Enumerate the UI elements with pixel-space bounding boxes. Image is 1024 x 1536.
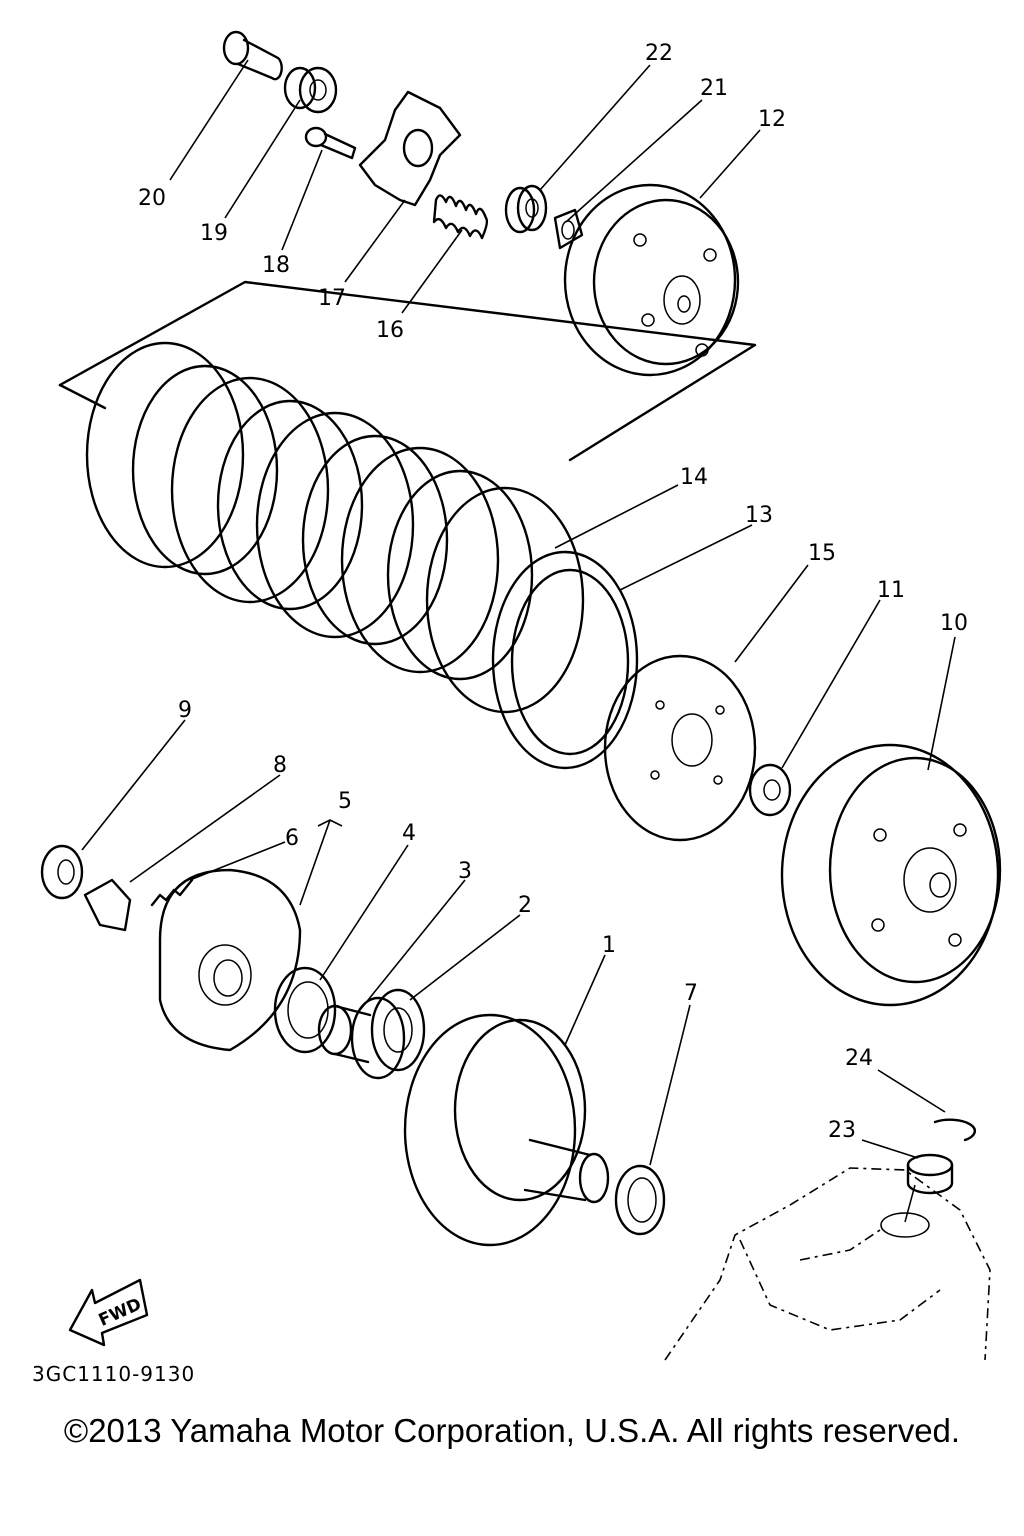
part-19-bearing [283, 66, 338, 114]
callout-2: 2 [518, 893, 532, 918]
callout-17: 17 [318, 286, 346, 311]
callout-1: 1 [602, 933, 616, 958]
callout-5: 5 [338, 789, 352, 814]
leader-lines [81, 59, 956, 1166]
callout-3: 3 [458, 859, 472, 884]
callout-11: 11 [877, 578, 905, 603]
callout-4: 4 [402, 821, 416, 846]
callout-13: 13 [745, 503, 773, 528]
callout-23: 23 [828, 1118, 856, 1143]
callout-8: 8 [273, 753, 287, 778]
callout-18: 18 [262, 253, 290, 278]
callout-15: 15 [808, 541, 836, 566]
part-7-washer [614, 1164, 666, 1236]
part-22-nut [504, 184, 548, 234]
part-15-plate [603, 654, 757, 842]
callout-14: 14 [680, 465, 708, 490]
part-1-clutch-drum [403, 1013, 610, 1247]
clutch-plate-stack [85, 341, 585, 714]
diagram-part-code: 3GC1110-9130 [32, 1362, 196, 1386]
part-4-washer [273, 966, 337, 1054]
callout-labels: 20 19 18 17 16 22 21 12 14 13 15 11 10 9… [138, 41, 968, 1143]
part-20-pin [222, 30, 283, 81]
part-18-bolt [304, 126, 357, 160]
clutch-exploded-diagram: FWD 20 19 18 17 16 22 21 12 [40, 30, 1002, 1361]
part-23-plug [906, 1153, 954, 1195]
callout-20: 20 [138, 186, 166, 211]
fwd-arrow-icon: FWD [68, 1278, 149, 1347]
part-11-circlip [748, 763, 792, 817]
part-12-clutch-boss [563, 183, 740, 377]
callout-22: 22 [645, 41, 673, 66]
callout-7: 7 [684, 981, 698, 1006]
part-24-circlip [933, 1118, 976, 1142]
part-9-washer [40, 844, 84, 900]
plate-stack-bracket [58, 280, 757, 462]
copyright-notice: ©2013 Yamaha Motor Corporation, U.S.A. A… [63, 1412, 961, 1449]
callout-21: 21 [700, 76, 728, 101]
part-5-clutch-carrier [158, 868, 302, 1052]
part-10-clutch-housing [780, 743, 1002, 1007]
crankcase-outline [664, 1167, 991, 1361]
callout-10: 10 [940, 611, 968, 636]
callout-9: 9 [178, 698, 192, 723]
callout-6: 6 [285, 826, 299, 851]
callout-24: 24 [845, 1046, 873, 1071]
part-16-spring [432, 194, 489, 240]
callout-16: 16 [376, 318, 404, 343]
part-8-lock-washer [83, 878, 132, 932]
part-2-bearing [350, 988, 426, 1080]
part-13-friction-plate [491, 550, 639, 770]
callout-12: 12 [758, 107, 786, 132]
callout-19: 19 [200, 221, 228, 246]
part-3-spacer [317, 1004, 372, 1064]
part-17-pressure-plate [358, 90, 462, 207]
